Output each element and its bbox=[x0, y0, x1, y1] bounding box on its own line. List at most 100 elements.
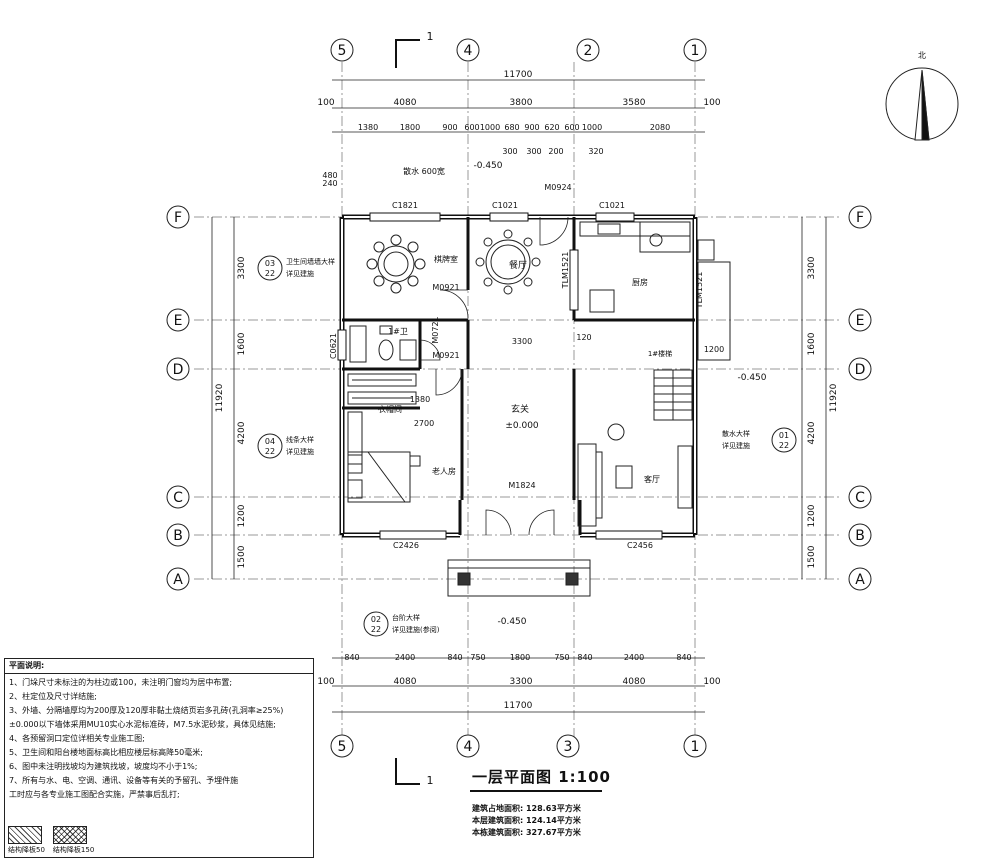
callout-text1-3: 散水大样 bbox=[722, 429, 750, 438]
site-area: 建筑占地面积: 128.63平方米 bbox=[472, 804, 581, 813]
callout-text1-0: 卫生间墙墙大样 bbox=[286, 257, 335, 266]
legend-label-50: 结构降板50 bbox=[8, 846, 45, 854]
axis-left-E-circle bbox=[166, 308, 190, 332]
dw-label-6: M0921 bbox=[432, 351, 459, 360]
callout-num-0: 03 bbox=[265, 259, 275, 268]
axis-right-B: B bbox=[855, 528, 865, 544]
note-item-2: 2、柱定位及尺寸详结施; bbox=[9, 692, 97, 701]
note-item-7b: 工时应与各专业施工图配合实施，严禁事后乱打; bbox=[9, 790, 180, 799]
dim-top-detail-0: 1380 bbox=[358, 123, 378, 132]
callout-text2-0: 详见建施 bbox=[286, 269, 314, 278]
axis-left-A: A bbox=[173, 572, 183, 588]
dim-top-detail-3: 600 bbox=[464, 123, 479, 132]
dim-left-0: 3300 bbox=[237, 256, 247, 279]
dw-label-11: C2426 bbox=[393, 541, 419, 550]
room-wc: 1#卫 bbox=[388, 327, 408, 336]
misc-label-3: 1380 bbox=[410, 395, 430, 404]
room-chess: 棋牌室 bbox=[434, 254, 458, 264]
dim-left-3: 1200 bbox=[237, 504, 247, 527]
level-bottom: -0.450 bbox=[497, 617, 526, 627]
dim-top-detail-1: 1800 bbox=[400, 123, 420, 132]
kitchen-fixtures-icon bbox=[579, 221, 691, 313]
dim-top-detail-8: 600 bbox=[564, 123, 579, 132]
note-item-4: 4、各预留洞口定位详相关专业施工图; bbox=[9, 734, 145, 743]
room-stair: 1#楼梯 bbox=[648, 349, 672, 358]
axis-bottom-5-circle bbox=[330, 734, 354, 758]
dim-bottom-detail-4: 1800 bbox=[510, 653, 530, 662]
dim-left-total: 11920 bbox=[215, 383, 225, 412]
drawing-title: 一层平面图 1:100 bbox=[472, 768, 611, 786]
axis-left-C: C bbox=[173, 490, 183, 506]
axis-bottom-4-circle bbox=[456, 734, 480, 758]
axis-right-E: E bbox=[856, 313, 865, 329]
axis-top-4: 4 bbox=[464, 43, 473, 59]
dw-label-0: C1821 bbox=[392, 201, 418, 210]
bed-icon bbox=[347, 451, 421, 503]
dw-label-10: M1824 bbox=[508, 481, 535, 490]
level-hall: ±0.000 bbox=[505, 421, 539, 431]
dim-right-4: 1500 bbox=[807, 545, 817, 568]
misc-label-0: 散水 600宽 bbox=[403, 166, 445, 176]
callout-sheet-2: 22 bbox=[371, 625, 381, 634]
level-top: -0.450 bbox=[473, 161, 502, 171]
dim-bottom-total: 11700 bbox=[504, 701, 533, 711]
room-dining: 餐厅 bbox=[509, 259, 527, 271]
room-kitchen: 厨房 bbox=[632, 277, 648, 287]
axis-top-4-circle bbox=[456, 38, 480, 62]
note-item-3b: ±0.000以下墙体采用MU10实心水泥标准砖，M7.5水泥砂浆，具体见结施; bbox=[9, 720, 276, 729]
dim-bottom-main-4: 100 bbox=[703, 677, 720, 687]
axis-bottom-3-circle bbox=[556, 734, 580, 758]
hatch-swatch-150 bbox=[52, 826, 87, 844]
note-item-3: 3、外墙、分隔墙厚均为200厚及120厚非黏土烧结页岩多孔砖(孔洞率≥25%) bbox=[9, 706, 284, 715]
axis-right-F: F bbox=[856, 210, 864, 226]
dim-top-detail-9: 1000 bbox=[582, 123, 602, 132]
misc-label-6: 300 bbox=[526, 147, 541, 156]
dim-top-detail-4: 1000 bbox=[480, 123, 500, 132]
dim-right-3: 1200 bbox=[807, 504, 817, 527]
axis-bottom-3: 3 bbox=[564, 739, 573, 755]
wardrobe-rails-icon bbox=[347, 373, 417, 465]
dim-top-main-0: 100 bbox=[317, 98, 334, 108]
section-mark-bottom: 1 bbox=[427, 774, 434, 787]
axis-left-D: D bbox=[173, 362, 184, 378]
axis-right-E-circle bbox=[848, 308, 872, 332]
axis-right-A: A bbox=[855, 572, 865, 588]
dw-label-4: M0921 bbox=[432, 283, 459, 292]
misc-label-4: 2700 bbox=[414, 419, 434, 428]
dw-label-9: TLM1521 bbox=[695, 272, 704, 310]
axis-bottom-5: 5 bbox=[338, 739, 347, 755]
dim-right-total: 11920 bbox=[829, 383, 839, 412]
dw-label-8: TLM1521 bbox=[561, 252, 570, 290]
axis-left-C-circle bbox=[166, 485, 190, 509]
room-elder: 老人房 bbox=[432, 466, 456, 476]
dim-top-detail-6: 900 bbox=[524, 123, 539, 132]
section-mark-top: 1 bbox=[427, 30, 434, 43]
legend-item-150: 结构降板150 bbox=[52, 826, 94, 855]
dw-label-2: C1021 bbox=[599, 201, 625, 210]
dim-top-detail-5: 680 bbox=[504, 123, 519, 132]
axis-top-5: 5 bbox=[338, 43, 347, 59]
misc-label-10: 240 bbox=[322, 179, 337, 188]
axis-bottom-4: 4 bbox=[464, 739, 473, 755]
dim-bottom-detail-0: 840 bbox=[344, 653, 359, 662]
dw-label-3: M0924 bbox=[544, 183, 571, 192]
misc-label-5: 300 bbox=[502, 147, 517, 156]
dim-left-4: 1500 bbox=[237, 545, 247, 568]
room-hall: 玄关 bbox=[511, 403, 529, 415]
chess-table-icon bbox=[366, 234, 426, 294]
dim-top-main-3: 3580 bbox=[623, 98, 646, 108]
dim-top-total: 11700 bbox=[504, 70, 533, 80]
axis-top-2-circle bbox=[576, 38, 600, 62]
callout-text2-1: 详见建施 bbox=[286, 447, 314, 456]
dw-label-12: C2456 bbox=[627, 541, 653, 550]
axis-top-1-circle bbox=[683, 38, 707, 62]
axis-right-C: C bbox=[855, 490, 865, 506]
title-underline bbox=[470, 790, 602, 792]
dim-bottom-main-0: 100 bbox=[317, 677, 334, 687]
misc-label-7: 200 bbox=[548, 147, 563, 156]
callout-bubble-2 bbox=[363, 611, 389, 637]
dim-bottom-main-1: 4080 bbox=[394, 677, 417, 687]
callout-text1-2: 台阶大样 bbox=[392, 613, 420, 622]
plan-notes-panel: 平面说明: 1、门垛尺寸未标注的为柱边或100，未注明门窗均为居中布置; 2、柱… bbox=[4, 658, 314, 858]
